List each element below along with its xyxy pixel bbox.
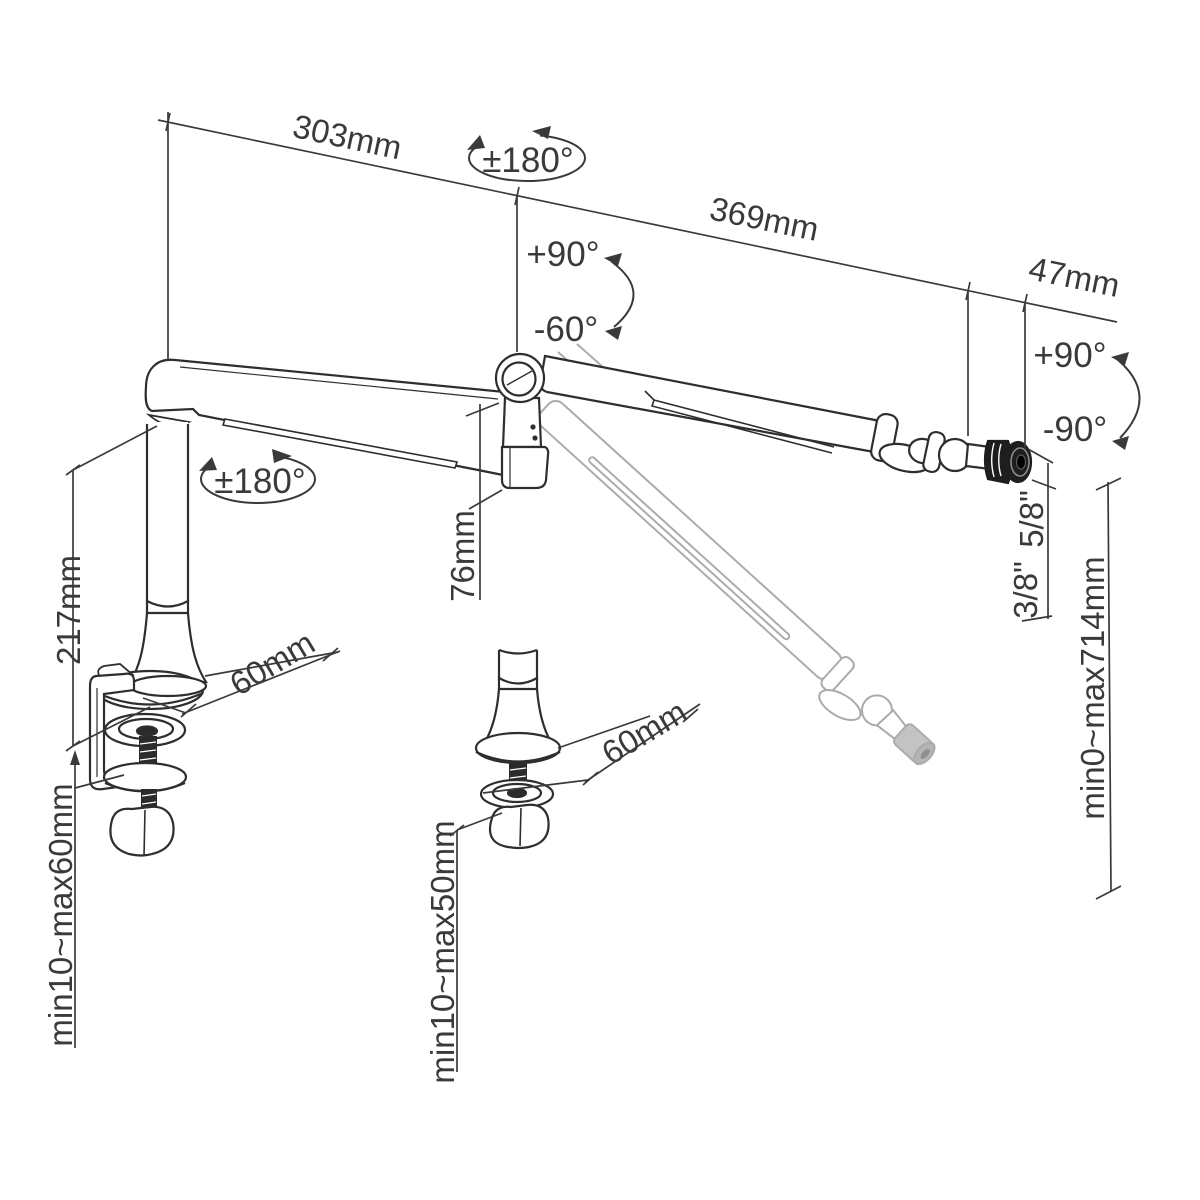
- label-arm-rotation: ±180°: [214, 462, 306, 501]
- left-arm-segment: [144, 358, 510, 478]
- ghost-arm: [537, 343, 936, 766]
- label-thread-large: 5/8": [1013, 490, 1050, 548]
- label-mid-tilt-up: +90°: [526, 235, 599, 274]
- clamp-knob: [109, 805, 175, 857]
- label-clamp-range: min10~max60mm: [42, 783, 79, 1046]
- label-thread-small: 3/8": [1007, 561, 1044, 619]
- rotation-arrow-icon: [467, 135, 485, 150]
- tilt-arrow-icon: [604, 253, 622, 266]
- grommet-nut: [488, 803, 550, 850]
- arrow-up-icon: [70, 750, 80, 765]
- label-mid-tilt-down: -60°: [534, 310, 599, 349]
- dim-grommet-range: min10~max50mm: [424, 812, 503, 1084]
- label-grommet-range: min10~max50mm: [424, 820, 461, 1083]
- left-riser-post: [127, 422, 209, 684]
- angle-base-rotation: ±180°: [467, 126, 586, 182]
- rotation-arrow-icon: [272, 449, 292, 463]
- center-joint: [494, 352, 550, 490]
- boom-arm: [88, 352, 1033, 857]
- tilt-arrow-icon: [605, 326, 622, 340]
- angle-end-tilt: +90° -90°: [1033, 336, 1141, 450]
- mic-thread-adapter: [983, 439, 1033, 485]
- dimensions: 303mm 369mm 47mm ±180° +90° -60° +90° -9: [42, 107, 1141, 1084]
- grommet-mount: [474, 648, 562, 850]
- desk-clamp: [88, 663, 208, 857]
- dim-clamp-range: min10~max60mm: [42, 750, 125, 1048]
- dim-joint-offset: 76mm: [444, 402, 503, 602]
- label-riser-height: 217mm: [50, 555, 87, 665]
- label-height-range: min0~max714mm: [1074, 556, 1111, 819]
- dim-riser-height: 217mm: [50, 425, 158, 752]
- angle-arm-rotation: ±180°: [198, 448, 316, 504]
- label-base-rotation: ±180°: [482, 141, 574, 180]
- dim-height-range: min0~max714mm: [1074, 477, 1122, 900]
- mic-mount-end: [870, 412, 1033, 485]
- dim-thread-sizes: 5/8" 3/8": [1007, 448, 1057, 622]
- tilt-arrow-icon: [1111, 352, 1129, 365]
- label-clamp-depth: 60mm: [223, 624, 321, 703]
- dim-end-offset: 47mm: [1026, 249, 1123, 304]
- rotation-arrow-icon: [532, 126, 551, 139]
- label-end-tilt-down: -90°: [1043, 410, 1108, 449]
- dim-arm1-length: 303mm: [290, 107, 405, 166]
- rotation-arrow-icon: [199, 457, 217, 471]
- tilt-arrow-icon: [1112, 436, 1129, 450]
- angle-mid-tilt: +90° -60°: [526, 235, 635, 349]
- label-joint-offset: 76mm: [444, 510, 481, 602]
- clamp-screw: [139, 736, 157, 770]
- label-end-tilt-up: +90°: [1033, 336, 1106, 375]
- label-grommet-depth: 60mm: [595, 693, 693, 772]
